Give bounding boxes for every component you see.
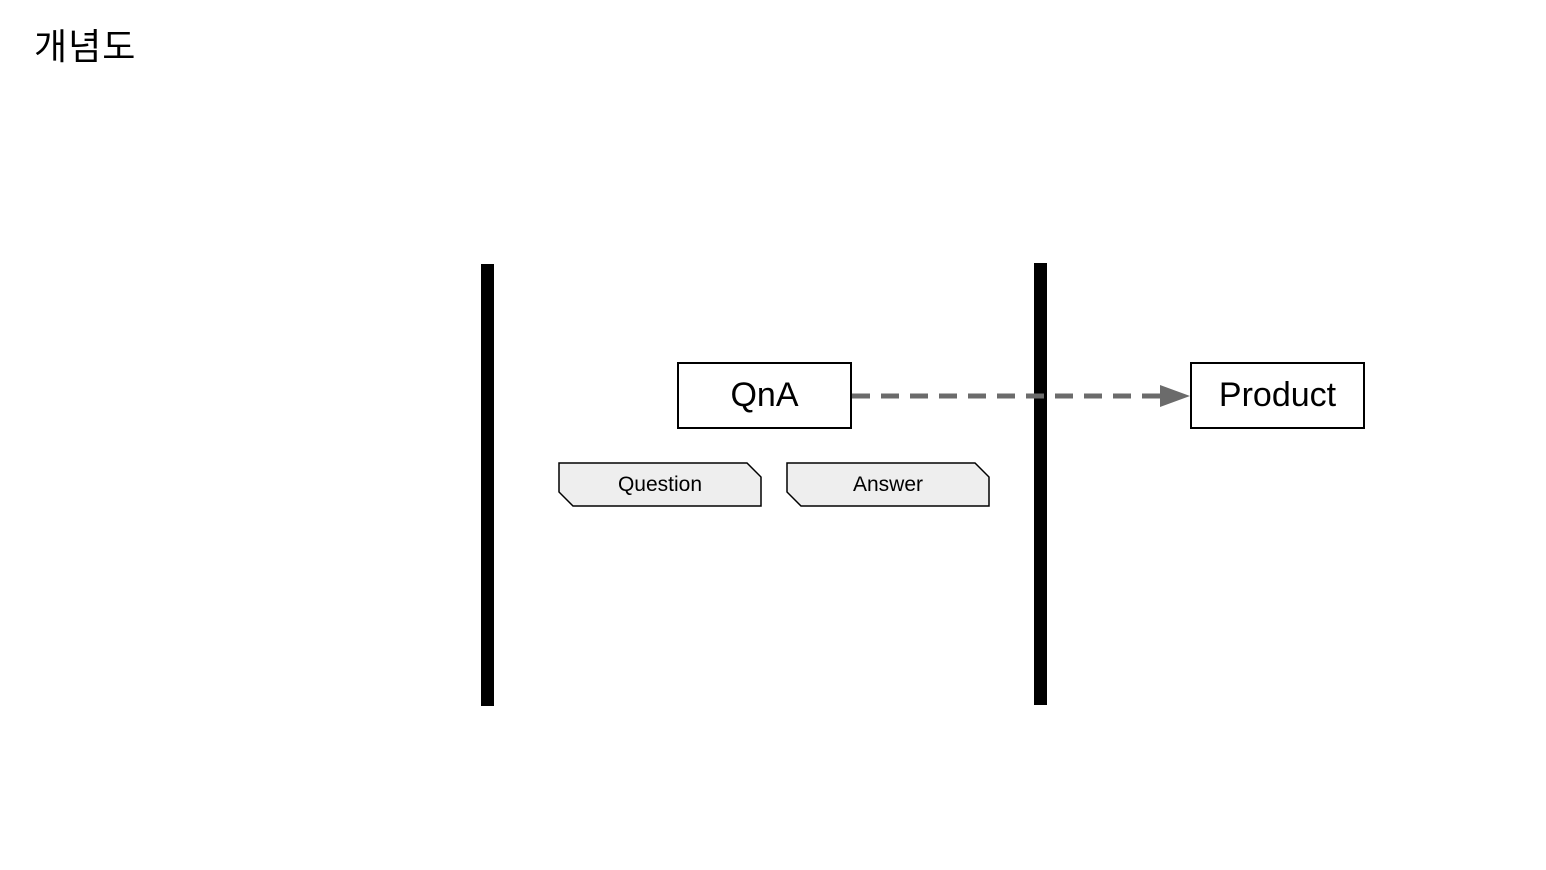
right-boundary-line xyxy=(1034,263,1047,705)
answer-tag-label: Answer xyxy=(852,472,924,496)
qna-entity-label: QnA xyxy=(730,376,799,414)
arrowhead xyxy=(1160,385,1190,407)
tag-outline xyxy=(786,462,990,507)
product-entity-label: Product xyxy=(1218,376,1337,414)
page-title: 개념도 xyxy=(34,27,137,68)
question-tag[interactable]: Question xyxy=(558,462,762,507)
left-boundary-line xyxy=(481,264,494,706)
tag-outline xyxy=(558,462,762,507)
answer-tag[interactable]: Answer xyxy=(786,462,990,507)
product-entity-box[interactable]: Product xyxy=(1190,362,1365,429)
qna-entity-box[interactable]: QnA xyxy=(677,362,852,429)
question-tag-label: Question xyxy=(617,472,703,496)
